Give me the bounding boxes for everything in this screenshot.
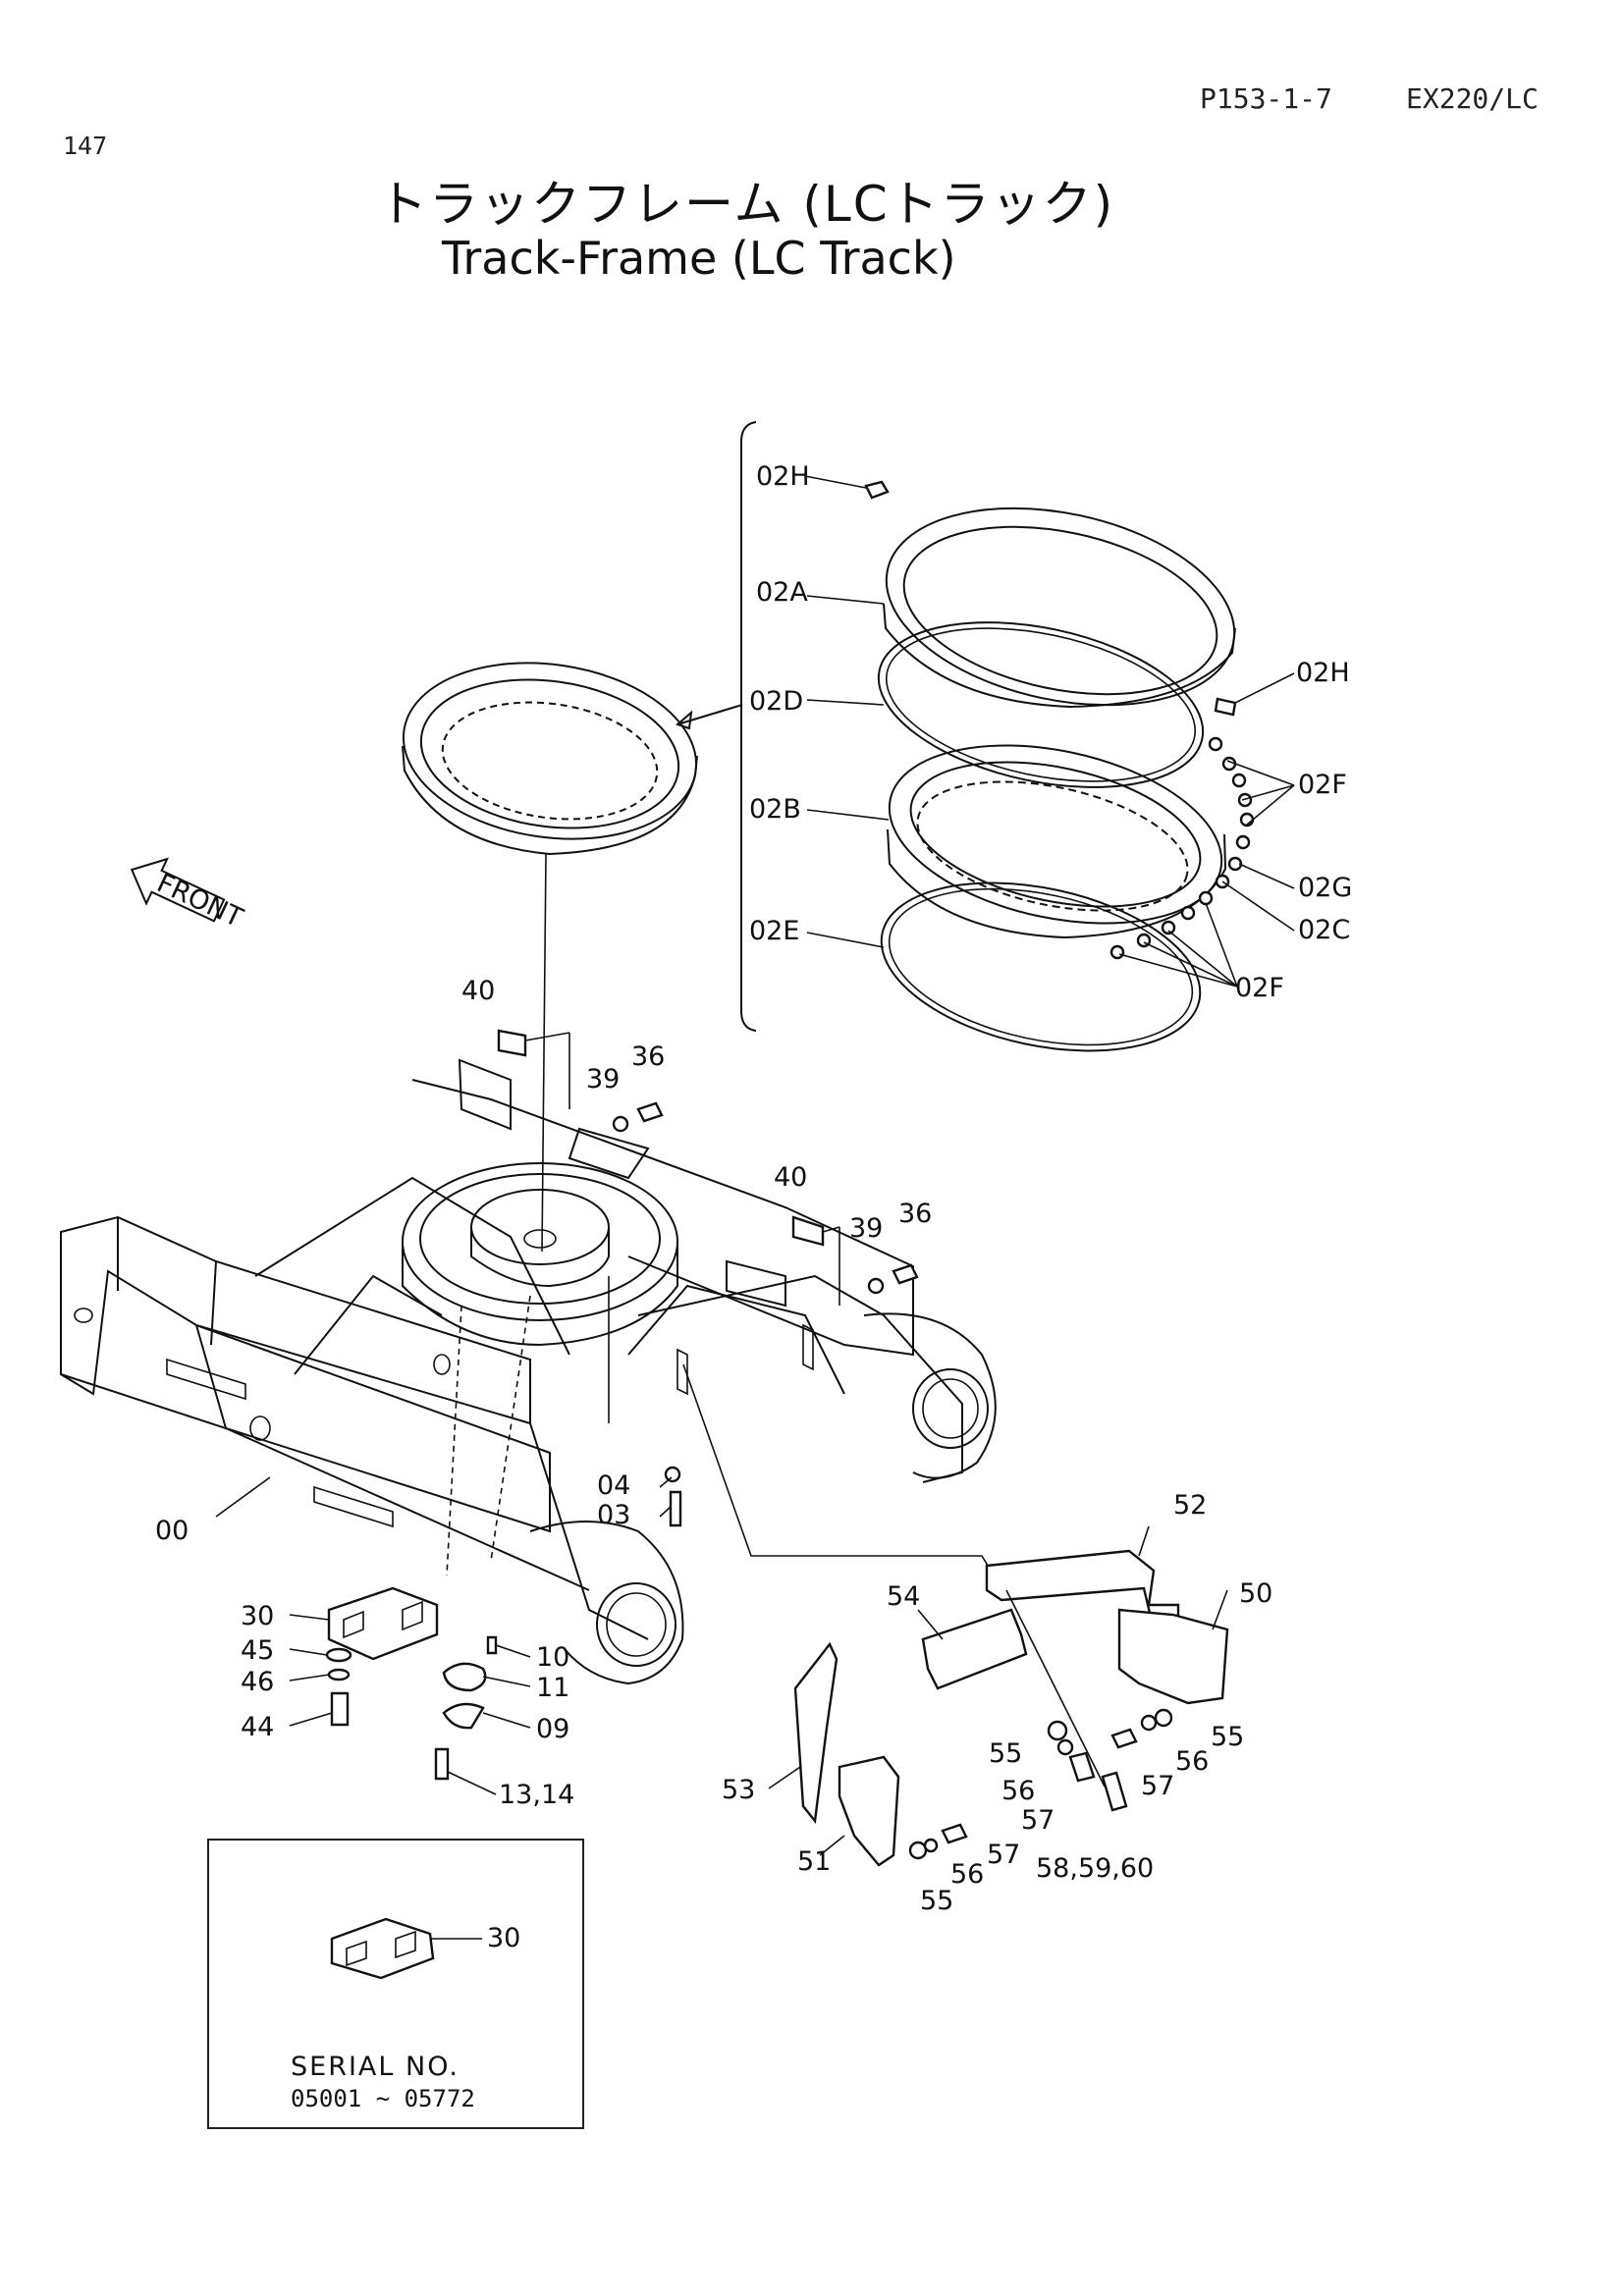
- bolt-13-14: [434, 1747, 450, 1781]
- serial-inset-box: 30: [207, 1839, 584, 2129]
- washer-55b: [1154, 1708, 1173, 1728]
- callout-10: 10: [536, 1642, 569, 1673]
- callout-57a: 57: [1021, 1805, 1055, 1836]
- callout-54: 54: [887, 1581, 920, 1612]
- front-label: FRONT: [152, 868, 247, 934]
- callout-13-14: 13,14: [499, 1780, 574, 1810]
- washer-55c: [908, 1841, 928, 1860]
- callout-04: 04: [597, 1470, 630, 1501]
- callout-02c: 02C: [1298, 915, 1350, 945]
- bolt-44: [330, 1691, 350, 1727]
- bolt-57a: [1068, 1751, 1096, 1783]
- cover-plate-40-right: [791, 1215, 840, 1306]
- plate-11: [442, 1662, 487, 1692]
- callout-36-right: 36: [898, 1199, 932, 1229]
- callout-40-right: 40: [774, 1162, 807, 1193]
- inset-callout-30: 30: [487, 1923, 520, 1953]
- washer-39-right: [867, 1277, 885, 1295]
- bolt-57c: [941, 1823, 968, 1844]
- washer-56a: [1056, 1738, 1074, 1756]
- callout-02e: 02E: [749, 916, 799, 946]
- bolt-36-left: [636, 1101, 664, 1123]
- swing-bearing-assembled: [402, 662, 743, 1253]
- callout-00: 00: [155, 1516, 189, 1546]
- callout-55c: 55: [920, 1886, 953, 1916]
- washer-55a: [1047, 1720, 1068, 1741]
- callout-02a: 02A: [756, 577, 808, 608]
- washer-39-left: [612, 1115, 629, 1133]
- callout-39-right: 39: [849, 1213, 883, 1244]
- callout-56c: 56: [950, 1859, 984, 1890]
- plate-09: [442, 1702, 485, 1730]
- bolt-03: [669, 1490, 682, 1527]
- bracket-51: [838, 1755, 900, 1867]
- callout-50: 50: [1239, 1578, 1272, 1609]
- washer-56c: [923, 1838, 939, 1853]
- callout-02b: 02B: [749, 794, 801, 825]
- bracket-53: [793, 1641, 839, 1824]
- callout-55b: 55: [1211, 1722, 1244, 1752]
- bolt-36-right: [892, 1263, 919, 1285]
- bracket-50: [1117, 1608, 1229, 1705]
- leader-lines: [215, 475, 1295, 1856]
- callout-09: 09: [536, 1714, 569, 1744]
- washer-46: [327, 1668, 351, 1682]
- bolt-58-59-60: [1101, 1771, 1128, 1812]
- callout-02d: 02D: [749, 686, 803, 717]
- callout-03: 03: [597, 1500, 630, 1530]
- callout-55a: 55: [989, 1738, 1022, 1769]
- model-name: EX220/LC: [1406, 82, 1539, 115]
- callout-45: 45: [241, 1635, 274, 1666]
- callout-51: 51: [797, 1846, 831, 1877]
- bracket-54: [921, 1608, 1028, 1690]
- serial-label: SERIAL NO.: [291, 2052, 460, 2082]
- washer-04: [664, 1466, 681, 1483]
- callout-36-left: 36: [631, 1041, 665, 1072]
- callout-46: 46: [241, 1667, 274, 1697]
- group-bracket: [740, 421, 757, 1032]
- inset-drawing: 30: [330, 1917, 520, 1980]
- callout-53: 53: [722, 1775, 755, 1805]
- plug-10: [486, 1635, 498, 1655]
- page-code: P153-1-7: [1200, 82, 1332, 115]
- callout-40-left: 40: [461, 976, 495, 1006]
- callout-52: 52: [1173, 1490, 1207, 1521]
- callout-02g: 02G: [1298, 873, 1352, 903]
- callout-58-59-60: 58,59,60: [1036, 1853, 1154, 1884]
- page-number: 147: [63, 132, 108, 160]
- title-japanese: トラックフレーム (LCトラック): [378, 176, 1115, 233]
- callout-56b: 56: [1175, 1746, 1209, 1777]
- washer-45: [325, 1647, 352, 1663]
- callout-02f-bottom: 02F: [1235, 973, 1284, 1003]
- callout-57b: 57: [1141, 1771, 1174, 1801]
- serial-range: 05001 ~ 05772: [291, 2085, 475, 2112]
- swing-bearing-exploded: [864, 480, 1255, 1052]
- callout-02f-top: 02F: [1298, 770, 1347, 800]
- callout-02h-top: 02H: [756, 461, 810, 492]
- callout-56a: 56: [1001, 1776, 1035, 1806]
- callout-39-left: 39: [586, 1064, 620, 1095]
- callout-57c: 57: [987, 1840, 1020, 1870]
- washer-56b: [1140, 1714, 1158, 1732]
- bolt-57b: [1110, 1728, 1138, 1749]
- callout-30: 30: [241, 1601, 274, 1631]
- title-english: Track-Frame (LC Track): [442, 232, 956, 285]
- callout-02h-right: 02H: [1296, 658, 1350, 688]
- front-arrow: FRONT: [130, 857, 247, 934]
- callout-11: 11: [536, 1673, 569, 1703]
- callout-labels: 02H 02A 02H 02D 02F 02B 02G 02E 02C 02F …: [155, 461, 1352, 1916]
- callout-44: 44: [241, 1712, 274, 1742]
- track-frame-00: [60, 1058, 1002, 1685]
- cover-plate-40-left: [497, 1029, 570, 1109]
- shoe-guide-30: [327, 1586, 439, 1661]
